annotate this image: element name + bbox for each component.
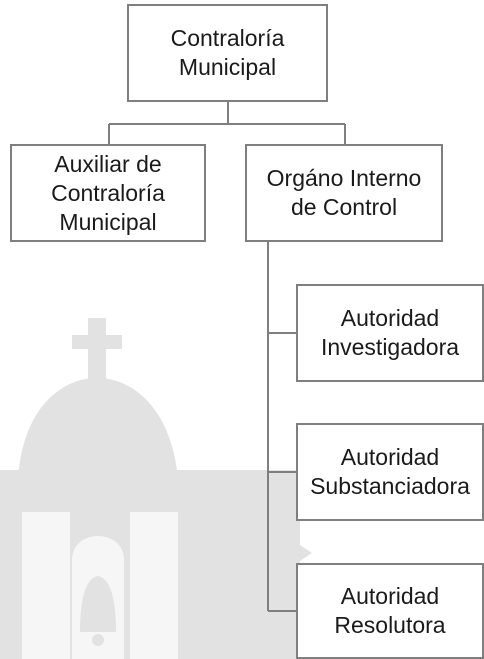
node-autoridad-resolutora-label: Autoridad Resolutora <box>334 583 446 638</box>
node-auxiliar-contraloria: Auxiliar de Contraloría Municipal <box>10 144 206 242</box>
node-autoridad-substanciadora-label: Autoridad Substanciadora <box>310 444 470 499</box>
node-auxiliar-contraloria-label: Auxiliar de Contraloría Municipal <box>51 150 165 235</box>
node-autoridad-substanciadora: Autoridad Substanciadora <box>296 423 484 521</box>
watermark-dome <box>18 378 178 480</box>
node-organo-interno-control: Orgáno Interno de Control <box>245 144 443 242</box>
node-autoridad-investigadora-label: Autoridad Investigadora <box>320 305 460 360</box>
node-contraloria-municipal-label: Contraloría Municipal <box>170 25 285 80</box>
watermark-cross-horizontal <box>72 335 122 349</box>
watermark-vane-arrow <box>236 545 312 561</box>
watermark-bell <box>80 576 116 632</box>
node-contraloria-municipal: Contraloría Municipal <box>127 4 328 102</box>
node-autoridad-investigadora: Autoridad Investigadora <box>296 284 484 382</box>
watermark-window-left <box>22 512 70 659</box>
node-organo-interno-control-label: Orgáno Interno de Control <box>266 165 422 220</box>
node-autoridad-resolutora: Autoridad Resolutora <box>296 563 484 659</box>
watermark-cornice <box>0 470 300 492</box>
watermark-bell-clapper <box>92 634 104 646</box>
watermark-window-right <box>130 512 178 659</box>
